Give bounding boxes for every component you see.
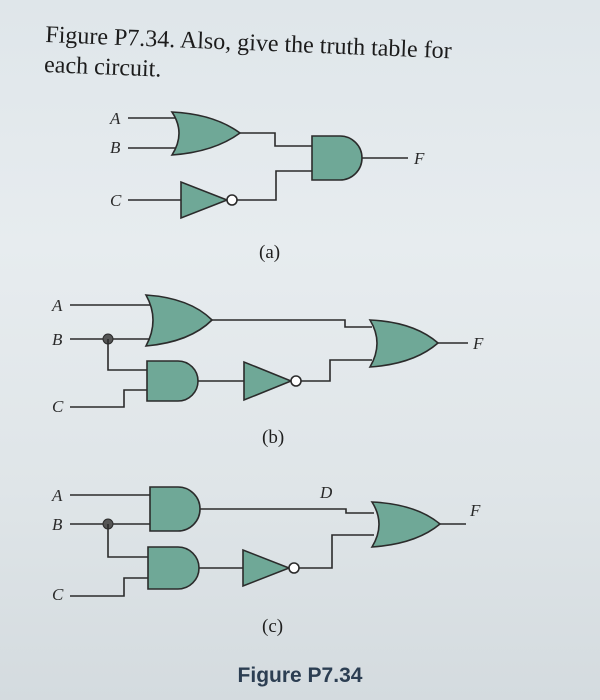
circuit-b-wire-c	[70, 389, 147, 408]
circuit-c-or-gate	[370, 501, 442, 548]
circuit-b-not-bubble	[290, 375, 302, 387]
circuit-b-label-a: A	[51, 296, 63, 315]
circuit-c-wire-b-branch	[107, 524, 148, 558]
circuit-c-wire-d	[200, 508, 374, 514]
circuit-a-label-c: C	[110, 191, 122, 210]
circuit-c-wire-c	[70, 577, 148, 597]
circuit-c-and-gate-bottom	[147, 546, 200, 590]
circuit-c-wire-not-out	[299, 534, 374, 569]
circuit-c-label-c: C	[52, 585, 64, 604]
circuit-a-wire-or-out	[240, 132, 312, 147]
circuit-b-wire-or-out	[212, 319, 372, 328]
circuit-b-final-or-gate	[368, 319, 440, 368]
circuit-a: A B C F (a)	[109, 109, 425, 263]
circuit-b-wire-not-out	[301, 359, 372, 382]
circuit-b-label-c: C	[52, 397, 64, 416]
circuit-c-label-b: B	[52, 515, 63, 534]
circuit-b-caption: (b)	[262, 427, 284, 448]
circuit-b-output-label: F	[472, 334, 484, 353]
circuit-b-wire-b-branch	[107, 339, 147, 371]
circuit-c-not-gate	[242, 548, 292, 588]
circuit-c: A B C D F (c)	[51, 483, 481, 637]
circuit-a-output-label: F	[413, 149, 425, 168]
circuit-a-and-gate	[311, 135, 363, 181]
circuit-c-not-bubble	[288, 562, 300, 574]
circuit-c-caption: (c)	[262, 616, 283, 637]
circuit-c-and-gate-top	[149, 486, 201, 532]
circuit-a-label-a: A	[109, 109, 121, 128]
circuit-c-label-a: A	[51, 486, 63, 505]
circuit-a-caption: (a)	[259, 242, 280, 263]
circuit-a-not-bubble	[226, 194, 238, 206]
circuit-c-output-label: F	[469, 501, 481, 520]
circuit-a-not-gate	[180, 180, 230, 220]
circuit-c-intermediate-label: D	[319, 483, 333, 502]
circuit-a-or-gate	[170, 111, 242, 156]
figure-caption: Figure P7.34	[237, 664, 363, 687]
circuit-b: A B C F (b)	[51, 294, 484, 448]
circuit-b-and-gate	[146, 360, 199, 402]
circuit-a-wire-not-out	[237, 170, 312, 201]
circuit-b-label-b: B	[52, 330, 63, 349]
circuit-a-label-b: B	[110, 138, 121, 157]
circuit-b-or-gate	[144, 294, 214, 347]
circuit-b-not-gate	[243, 360, 294, 402]
